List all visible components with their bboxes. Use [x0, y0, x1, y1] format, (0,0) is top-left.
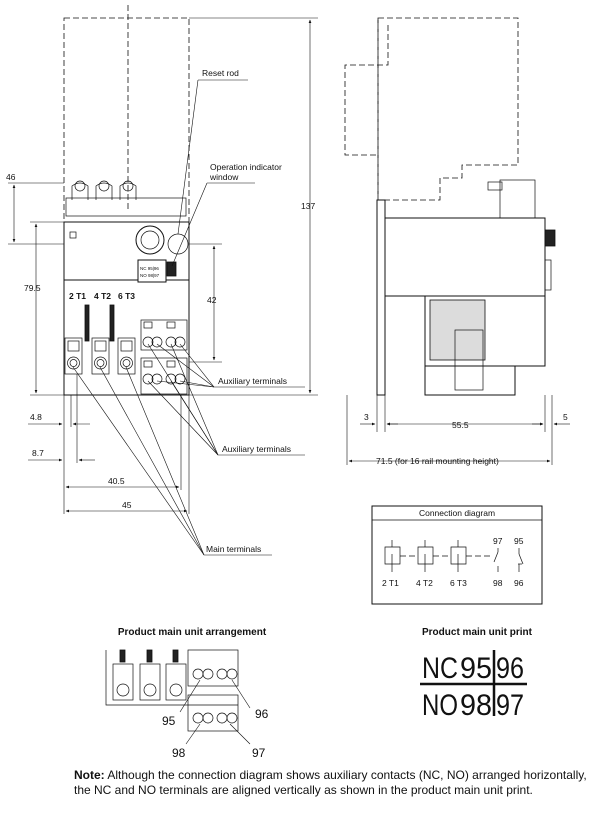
arrangement-title: Product main unit arrangement [118, 627, 267, 638]
contactor-side-outline [344, 17, 519, 201]
window-text-no: NO 98|97 [140, 273, 160, 278]
dim-40-5: 40.5 [108, 476, 125, 486]
mark-t1: 2 T1 [69, 291, 86, 301]
print-no: NO [422, 689, 458, 722]
window-text-nc: NC 95|96 [140, 266, 159, 271]
dim-71-5: 71.5 (for 16 rail mounting height) [376, 456, 499, 466]
dim-5: 5 [563, 412, 568, 422]
arr-98: 98 [172, 746, 186, 760]
print-title: Product main unit print [422, 627, 533, 638]
print-97: 97 [496, 689, 524, 722]
dim-137: 137 [301, 201, 315, 211]
mark-t3: 6 T3 [118, 291, 135, 301]
label-aux-terminals-2: Auxiliary terminals [222, 444, 291, 454]
front-leaders: Reset rod Operation indicator window Aux… [72, 68, 305, 556]
arr-95: 95 [162, 714, 176, 728]
cd-main-t2: 4 T2 [416, 578, 433, 588]
dim-8-7: 8.7 [32, 448, 44, 458]
front-dimensions: 46 79.5 42 137 4.8 [6, 17, 318, 514]
side-view: 3 55.5 5 71.5 (for 16 rail mounting heig… [344, 17, 570, 466]
dim-3: 3 [364, 412, 369, 422]
dim-79-5: 79.5 [24, 283, 41, 293]
front-view: NC 95|96 NO 98|97 2 T1 4 T2 6 T3 [6, 5, 318, 556]
main-terminal-t2 [91, 337, 110, 375]
cd-main-t3: 6 T3 [450, 578, 467, 588]
relay-body: NC 95|96 NO 98|97 2 T1 4 T2 6 T3 [63, 221, 190, 396]
dim-45: 45 [122, 500, 132, 510]
cd-aux-95: 95 [514, 536, 524, 546]
label-reset-rod: Reset rod [202, 68, 239, 78]
dim-46: 46 [6, 172, 16, 182]
mark-t2: 4 T2 [94, 291, 111, 301]
print-nc: NC [422, 652, 458, 685]
arr-96: 96 [255, 707, 269, 721]
contactor-screws [65, 180, 187, 217]
label-operation-indicator: Operation indicator [210, 162, 282, 172]
dim-55-5: 55.5 [452, 420, 469, 430]
connection-diagram-title: Connection diagram [419, 508, 495, 518]
print-98: 98 [460, 689, 492, 722]
label-aux-terminals-1: Auxiliary terminals [218, 376, 287, 386]
note: Note: Although the connection diagram sh… [74, 768, 594, 798]
adjustment-dial [135, 225, 165, 255]
print-96: 96 [496, 652, 524, 685]
cd-aux-96: 96 [514, 578, 524, 588]
cd-aux-97: 97 [493, 536, 503, 546]
note-text: Although the connection diagram shows au… [74, 768, 587, 797]
operation-indicator-window [137, 259, 167, 283]
cd-aux-98: 98 [493, 578, 503, 588]
main-terminal-t1 [64, 337, 83, 375]
label-main-terminals: Main terminals [206, 544, 261, 554]
dim-4-8: 4.8 [30, 412, 42, 422]
contactor-outline [63, 17, 190, 224]
relay-side-body [384, 217, 546, 297]
print-95: 95 [460, 652, 492, 685]
note-prefix: Note: [74, 768, 105, 782]
connection-diagram: Connection diagram 2 T1 4 T2 6 T3 97 95 … [371, 505, 543, 605]
label-operation-indicator-2: window [209, 172, 239, 182]
main-unit-print: Product main unit print NC 95 96 NO 98 9… [420, 627, 533, 722]
main-terminal-t3 [117, 337, 136, 375]
cd-main-t1: 2 T1 [382, 578, 399, 588]
dim-42: 42 [207, 295, 217, 305]
arrangement: Product main unit arrangement 95 96 98 9… [105, 627, 269, 760]
aux-terminal-block [140, 319, 188, 395]
arr-97: 97 [252, 746, 266, 760]
